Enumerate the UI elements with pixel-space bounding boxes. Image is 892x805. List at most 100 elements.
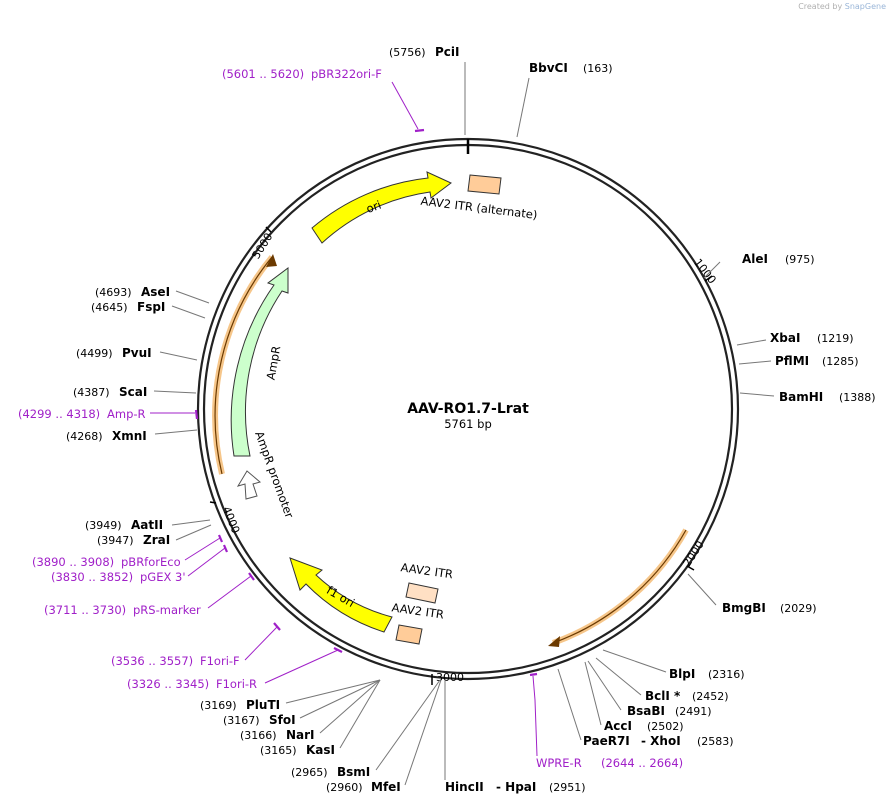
site-pos-blpi: (2316) <box>708 668 745 681</box>
site-name-hincii: HincII <box>445 780 484 794</box>
itr-alternate-label: AAV2 ITR (alternate) <box>420 194 538 222</box>
leader-kasi <box>339 679 381 749</box>
primer-mark-pbr322ori-f <box>414 128 425 133</box>
site-name-bmgbi: BmgBI <box>722 601 766 615</box>
site-pos-pvui: (4499) <box>76 347 113 360</box>
site-name-sfoi: SfoI <box>269 713 296 727</box>
leader-pbr322ori-f <box>391 81 419 130</box>
orf-arrowhead-left <box>266 254 277 267</box>
leader-bamhi <box>739 392 775 397</box>
leader-sfoi <box>299 679 381 719</box>
leader-pgex3 <box>187 547 226 577</box>
leader-bbvci <box>516 77 530 138</box>
site-pos-scai: (4387) <box>73 386 110 399</box>
tick-mark-4000 <box>209 501 217 504</box>
itr-label-1: AAV2 ITR <box>400 560 454 581</box>
primer-name-wpre-r: WPRE-R <box>536 756 582 770</box>
site-pos-acci: (2502) <box>647 720 684 733</box>
site-pos-bmgbi: (2029) <box>780 602 817 615</box>
site-name-nari: NarI <box>286 728 315 742</box>
site-pos-bbvci: (163) <box>583 62 613 75</box>
site-pos-nari: (3166) <box>240 729 277 742</box>
leader-bmgbi <box>687 573 717 606</box>
site-name-bamhi: BamHI <box>779 390 823 404</box>
ampr-arrow <box>230 267 289 457</box>
itr-box-2 <box>395 624 423 645</box>
site-name-xmni: XmnI <box>112 429 147 443</box>
primer-range-amp-r: (4299 .. 4318) <box>18 407 100 421</box>
primer-range-pbr322ori-f: (5601 .. 5620) <box>222 67 304 81</box>
site-name-fspi: FspI <box>137 300 165 314</box>
site-pos-kasi: (3165) <box>260 744 297 757</box>
leader-acci <box>584 661 602 726</box>
f1-ori-arrow <box>289 557 393 633</box>
site-pos-hpai: (2951) <box>549 781 586 794</box>
itr-box-1 <box>405 582 439 604</box>
site-pos-zrai: (3947) <box>97 534 134 547</box>
primer-mark-pgex3 <box>222 544 229 553</box>
orf-line-left <box>214 256 273 475</box>
leader-bsmi <box>375 679 441 771</box>
site-pos-pflmi: (1285) <box>822 355 859 368</box>
primer-range-pgex3: (3830 .. 3852) <box>51 570 133 584</box>
leader-fspi <box>171 305 206 319</box>
site-name-hpai: - HpaI <box>496 780 536 794</box>
primer-mark-wpre-r <box>529 672 538 677</box>
credit-prefix: Created by <box>798 2 843 11</box>
leader-zrai <box>175 524 212 541</box>
site-name-acci: AccI <box>604 719 632 733</box>
site-pos-bsabi: (2491) <box>675 705 712 718</box>
site-pos-bcli: (2452) <box>692 690 729 703</box>
site-pos-fspi: (4645) <box>91 301 128 314</box>
leader-bsabi <box>587 660 622 711</box>
leader-scai <box>153 390 197 394</box>
tick-label-3000: 3000 <box>436 671 464 684</box>
primer-name-amp-r: Amp-R <box>107 407 146 421</box>
site-name-alei: AleI <box>742 252 768 266</box>
leader-pvui <box>159 351 198 361</box>
leader-pflmi <box>738 360 772 365</box>
credit-brand: SnapGene <box>844 2 886 11</box>
site-pos-pcii: (5756) <box>389 46 426 59</box>
primer-name-pgex3: pGEX 3' <box>140 570 186 584</box>
site-name-pluti: PluTI <box>246 698 280 712</box>
site-pos-sfoi: (3167) <box>223 714 260 727</box>
leader-alei <box>703 261 721 279</box>
tick-label-4000: 4000 <box>220 505 243 536</box>
ampr-promoter-label: AmpR promoter <box>252 429 297 520</box>
site-pos-alei: (975) <box>785 253 815 266</box>
tick-mark-5000 <box>265 226 272 233</box>
leader-wpre-r <box>532 675 538 757</box>
primer-leaders <box>150 81 538 757</box>
leader-xbai <box>736 339 767 346</box>
leader-blpi <box>602 649 667 673</box>
primer-range-f1ori-r: (3326 .. 3345) <box>127 677 209 691</box>
primer-name-pbr322ori-f: pBR322ori-F <box>311 67 382 81</box>
itr-alternate-box <box>467 174 502 195</box>
leader-f1ori-r <box>264 649 339 684</box>
leader-pluti <box>285 679 381 704</box>
tick-mark-1000 <box>704 275 713 282</box>
site-pos-bamhi: (1388) <box>839 391 876 404</box>
plasmid-name: AAV-RO1.7-Lrat <box>407 401 529 417</box>
plasmid-size: 5761 bp <box>444 417 492 431</box>
site-name-aatii: AatII <box>131 518 163 532</box>
site-name-blpi: BlpI <box>669 667 695 681</box>
leader-bcli <box>595 657 642 696</box>
primer-name-prs-marker: pRS-marker <box>133 603 201 617</box>
primer-name-f1ori-f: F1ori-F <box>200 654 240 668</box>
tick-mark-2000 <box>686 565 695 571</box>
primer-range-prs-marker: (3711 .. 3730) <box>44 603 126 617</box>
leader-xmni <box>154 429 198 435</box>
site-name-bsmi: BsmI <box>337 765 370 779</box>
site-pos-xmni: (4268) <box>66 430 103 443</box>
site-name-bcli: BclI * <box>645 689 681 703</box>
tick-label-2000: 2000 <box>681 538 707 569</box>
primer-mark-amp-r <box>194 409 199 420</box>
leader-nari <box>319 679 381 734</box>
leader-f1ori-f <box>244 626 278 661</box>
primer-range-wpre-r: (2644 .. 2664) <box>601 756 683 770</box>
site-name-xhoi: - XhoI <box>641 734 681 748</box>
site-name-paer7i: PaeR7I <box>583 734 630 748</box>
